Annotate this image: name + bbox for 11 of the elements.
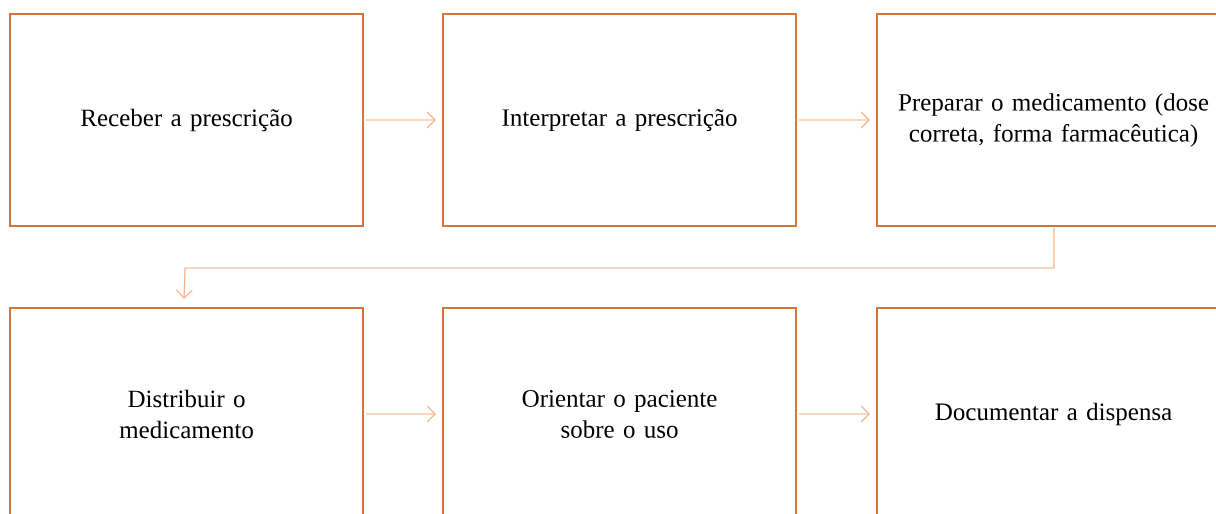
process-box: Preparar o medicamento (dose correta, forma farmacêutica) (876, 13, 1216, 227)
process-box: Receber a prescrição (9, 13, 364, 227)
process-box: Interpretar a prescrição (442, 13, 797, 227)
process-box: Orientar o paciente sobre o uso (442, 307, 797, 514)
process-box: Documentar a dispensa (876, 307, 1216, 514)
arrow (175, 227, 1055, 299)
arrow (365, 111, 436, 129)
arrow (798, 405, 870, 423)
arrow (365, 405, 436, 423)
arrow (798, 111, 870, 129)
process-box: Distribuir o medicamento (9, 307, 364, 514)
